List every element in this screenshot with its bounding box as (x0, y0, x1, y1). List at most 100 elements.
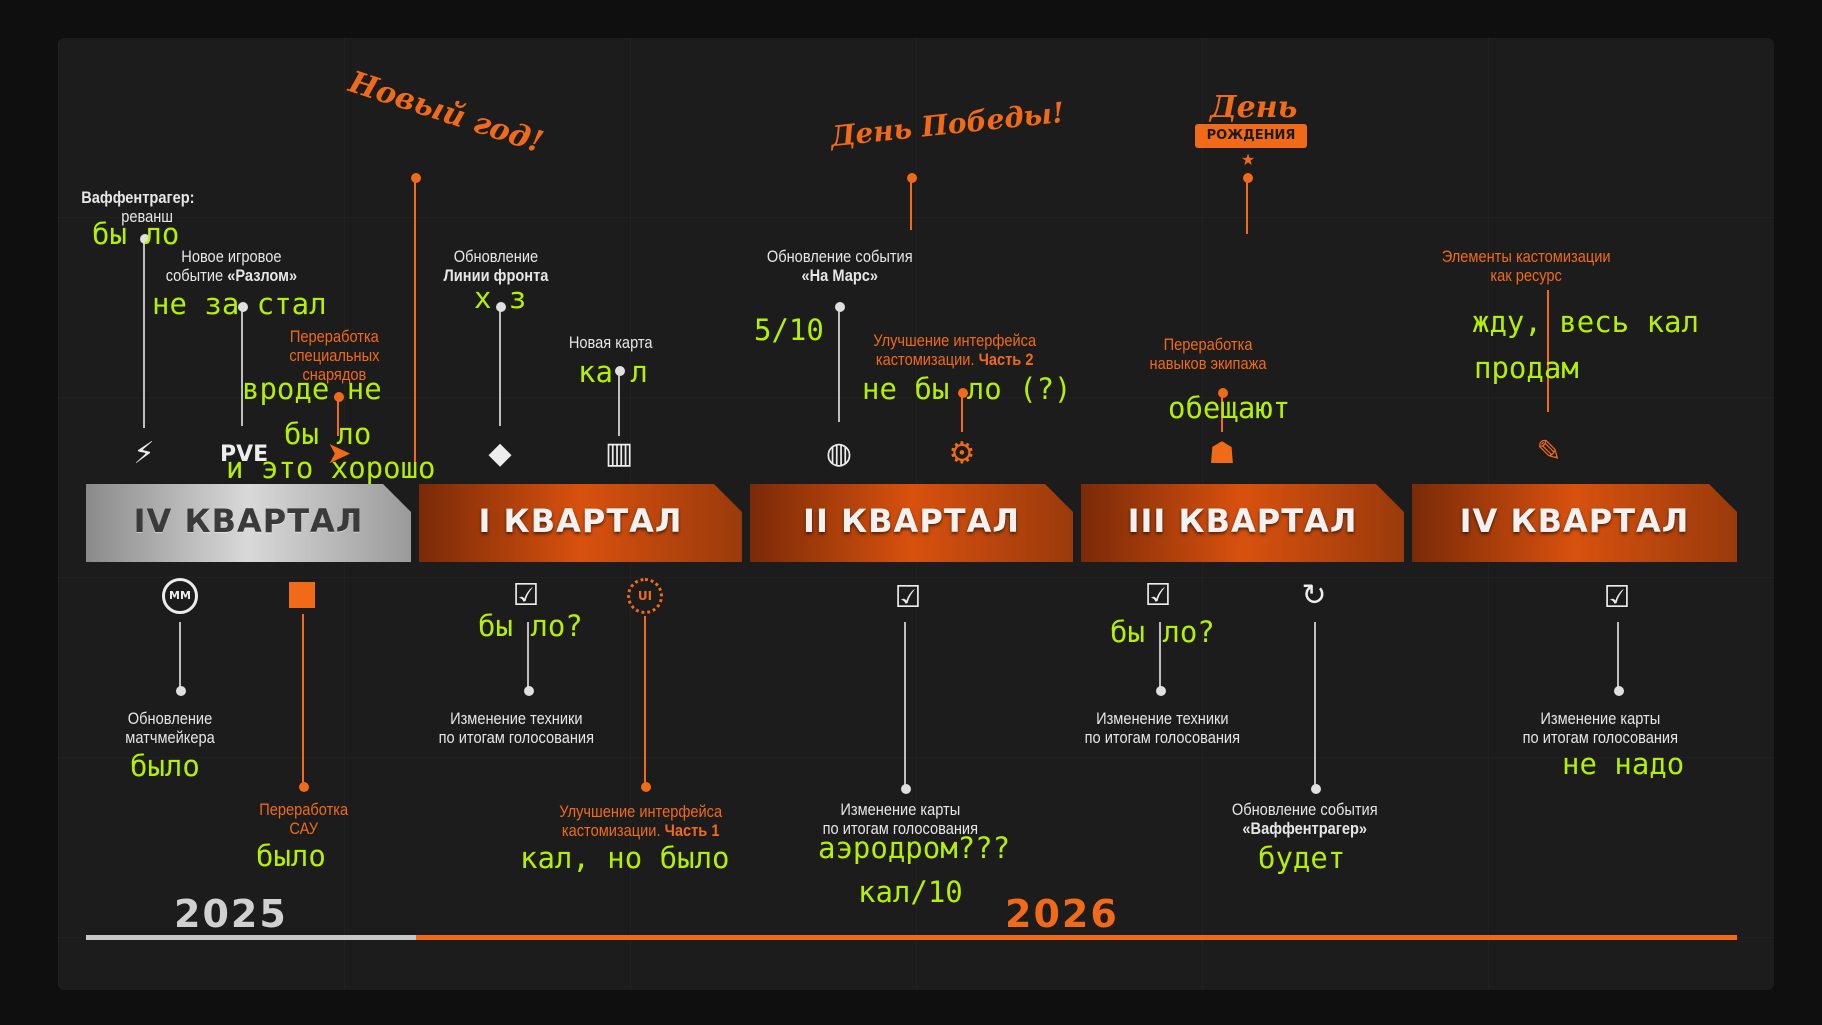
mm-line (179, 622, 181, 688)
mars-planet-icon: ◍ (825, 436, 853, 471)
map2-line (1617, 622, 1619, 688)
new-year-line (414, 178, 416, 478)
new-map-dot (615, 366, 625, 376)
razlom-line (241, 306, 243, 426)
front-line-dot (496, 302, 506, 312)
note-map1-2: кал/10 (858, 875, 963, 909)
year-2025: 2025 (174, 892, 288, 936)
victory-dot (907, 173, 917, 183)
tech1-dot (524, 686, 534, 696)
pve-icon: PVE (220, 442, 269, 467)
tech-vote-icon-2: ☑ (1144, 578, 1172, 613)
waffen-line (143, 238, 145, 428)
mm-dot (176, 686, 186, 696)
quarter-i-2026: I КВАРТАЛ (419, 484, 742, 562)
waffen-title: Ваффентрагер: (81, 188, 195, 207)
note-matchmaker: было (130, 749, 200, 783)
map1-line (904, 622, 906, 788)
ui-part2-line (961, 392, 963, 432)
note-tech2: бы ло? (1110, 615, 1215, 649)
ui1-line (644, 616, 646, 786)
map2-dot (1614, 686, 1624, 696)
new-map-label: Новая карта (568, 333, 653, 352)
waffen-dot (140, 234, 150, 244)
note-waffentrager: будет (1258, 841, 1346, 875)
new-map-line (618, 370, 620, 436)
mars-line (838, 306, 840, 422)
paint-brush-icon: ✎ (1536, 434, 1562, 469)
frontline-icon: ◆ (488, 436, 512, 471)
mars-dot (835, 302, 845, 312)
birthday-line (1246, 178, 1248, 234)
note-customization-2: продам (1474, 351, 1579, 385)
ui-part2-dot (958, 388, 968, 398)
victory-line (910, 178, 912, 230)
waffen-sub: реванш (121, 207, 174, 226)
birthday-dot (1243, 173, 1253, 183)
birthday-ribbon: РОЖДЕНИЯ (1195, 124, 1307, 148)
note-mars: 5/10 (754, 313, 824, 347)
star-icon: ★ (1240, 150, 1256, 169)
mars-label: Обновление события«На Марс» (766, 247, 913, 285)
note-map1-1: аэродром??? (818, 831, 1011, 865)
birthday-title: День (1210, 90, 1298, 125)
sau-dot (299, 782, 309, 792)
wt-line (1314, 622, 1316, 788)
tech2-line (1159, 622, 1161, 688)
note-waffen: бы ло (92, 217, 180, 251)
note-razlom: не за стал (152, 287, 327, 321)
sau-line (302, 614, 304, 786)
waffentrager-label: Обновление события«Ваффентрагер» (1231, 800, 1378, 838)
ui-gear-icon-bottom: UI (627, 578, 663, 614)
quarter-ii-2026: II КВАРТАЛ (750, 484, 1073, 562)
map-icon: ▥ (604, 436, 634, 471)
tech1-line (527, 622, 529, 688)
shells-dot (334, 392, 344, 402)
note-map2: не надо (1562, 747, 1685, 781)
ui1-dot (641, 782, 651, 792)
front-line-connector (499, 306, 501, 426)
note-tech1: бы ло? (478, 609, 583, 643)
year-2026: 2026 (1005, 892, 1119, 936)
note-new-map: ка л (578, 355, 648, 389)
note-ui-part2: не бы ло (?) (862, 372, 1072, 406)
map-vote-icon-2: ☑ (1603, 580, 1631, 615)
note-shells-1: вроде не (242, 372, 382, 406)
quarter-iii-2026: III КВАРТАЛ (1081, 484, 1404, 562)
note-crew: обещают (1168, 391, 1291, 425)
note-sau: было (256, 839, 326, 873)
map-vote-icon-1: ☑ (894, 580, 922, 615)
event-refresh-icon: ↻ (1301, 578, 1327, 613)
tech2-dot (1156, 686, 1166, 696)
shell-icon: ➤ (326, 436, 352, 471)
crew-icon: ☗ (1208, 436, 1236, 471)
tech-vote-icon-1: ☑ (512, 578, 540, 613)
map1-dot (901, 784, 911, 794)
quarter-iv-2026: IV КВАРТАЛ (1412, 484, 1737, 562)
ui-gear-icon-top: ⚙ (948, 436, 976, 471)
shells-line (337, 396, 339, 436)
crew-line (1221, 392, 1223, 432)
note-customization-1: жду, весь кал (1472, 305, 1699, 339)
timeline-2026 (416, 935, 1737, 940)
wt-dot (1311, 784, 1321, 794)
note-shells-2: бы ло (284, 417, 372, 451)
sau-square-icon (289, 582, 315, 608)
note-front: х з (474, 281, 527, 315)
lightning-icon: ⚡ (133, 436, 155, 471)
razlom-dot (238, 302, 248, 312)
customization-resource-line (1547, 290, 1549, 412)
new-year-dot (411, 173, 421, 183)
note-ui-part1: кал, но было (520, 841, 730, 875)
